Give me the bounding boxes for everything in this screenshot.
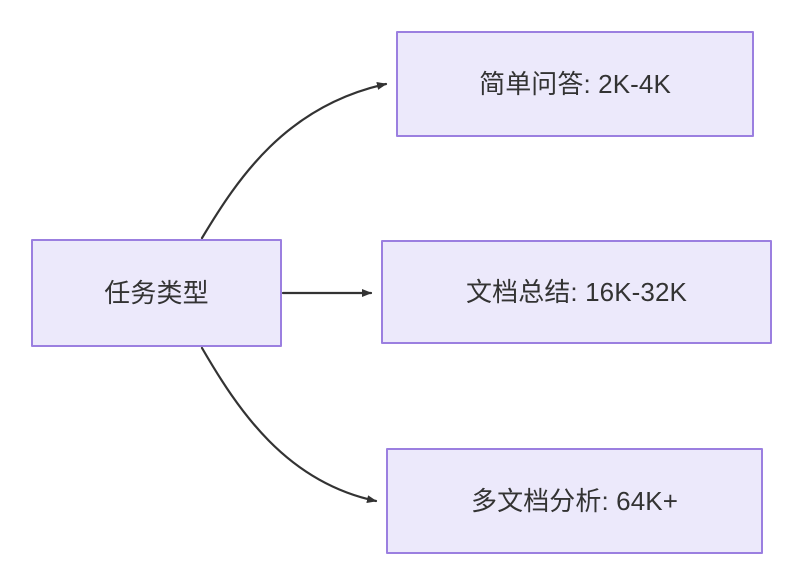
node-simple-qa-label: 简单问答: 2K-4K <box>479 68 671 99</box>
node-task-type[interactable]: 任务类型 <box>31 239 282 347</box>
node-multi-doc-label: 多文档分析: 64K+ <box>471 485 678 516</box>
node-task-type-label: 任务类型 <box>104 277 209 308</box>
node-simple-qa[interactable]: 简单问答: 2K-4K <box>396 31 754 137</box>
edge-source-multi-doc <box>200 346 378 504</box>
node-multi-doc[interactable]: 多文档分析: 64K+ <box>386 448 763 554</box>
node-doc-summary[interactable]: 文档总结: 16K-32K <box>381 240 772 344</box>
node-doc-summary-label: 文档总结: 16K-32K <box>466 276 687 307</box>
edge-source-simple-qa <box>200 82 388 240</box>
